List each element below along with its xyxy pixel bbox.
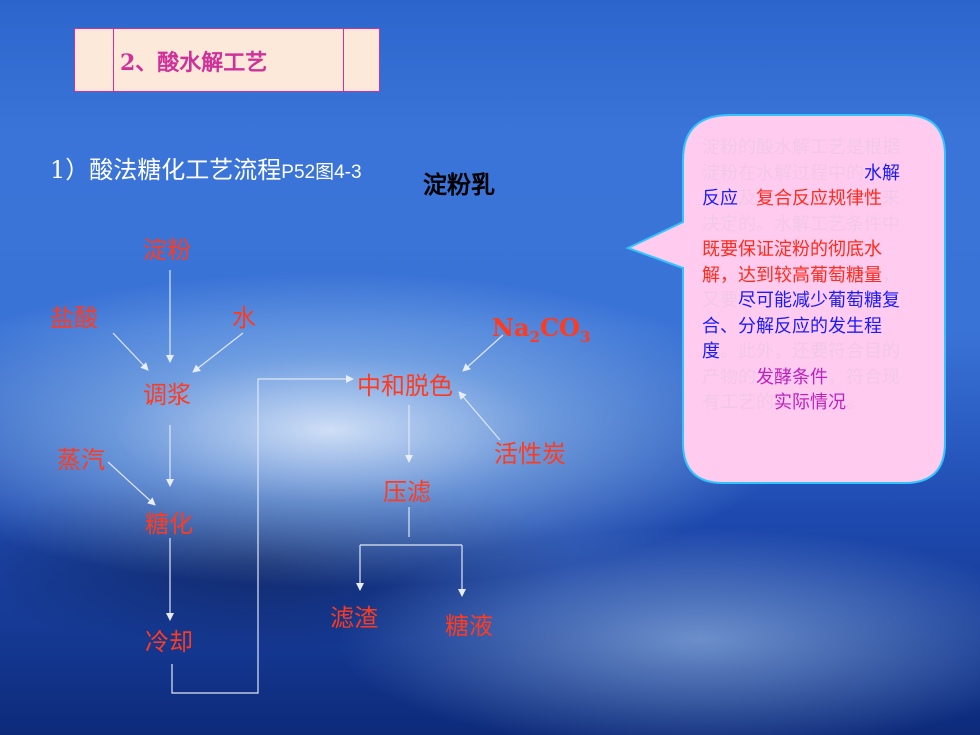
arrow-cool-neutralize (171, 375, 354, 694)
callout-bubble-shape (625, 114, 946, 484)
arrow-acid-slurry (112, 332, 149, 371)
callout-part-13: 。 (846, 392, 864, 413)
node-hydrochloric-acid: 盐酸 (50, 304, 98, 332)
callout-hydrolysis: 水解反应 (702, 162, 900, 210)
na2co3-part-co: CO (539, 313, 580, 342)
section-heading-ref: P52图4-3 (281, 162, 362, 183)
callout-part-7: ，又要 (702, 264, 900, 312)
arrow-water-slurry (192, 332, 244, 373)
node-neutralize-decolor: 中和脱色 (357, 372, 453, 400)
title-box-divider-right (343, 29, 344, 91)
node-saccharify: 糖化 (145, 510, 193, 538)
node-filter-residue: 滤渣 (330, 604, 378, 632)
callout-part-11: ，符合现有工艺的 (702, 366, 900, 414)
callout-part-9: 。此外，还要符合目的产物的 (702, 341, 900, 388)
na2co3-sub-2: 2 (529, 327, 540, 346)
callout-fermentation-conditions: 发酵条件 (756, 366, 828, 388)
arrow-carbon-neutralize (458, 391, 501, 441)
slide-title: 2、酸水解工艺 (120, 50, 268, 76)
callout-complete-hydrolysis: 既要保证淀粉的彻底水解，达到较高葡萄糖量 (702, 239, 882, 286)
callout-minimize-side-reactions: 尽可能减少葡萄糖复合、分解反应的发生程度 (702, 290, 900, 362)
callout-actual-conditions: 实际情况 (774, 392, 846, 413)
callout-part-3: 及 (738, 188, 756, 209)
callout-part-1: 淀粉的酸水解工艺是根据淀粉在水解过程中的 (702, 137, 900, 184)
section-heading: 1）酸法糖化工艺流程P52图4-3 (50, 150, 362, 185)
arrow-steam-saccharify (107, 461, 156, 506)
na2co3-sub-3: 3 (579, 327, 591, 346)
node-activated-carbon: 活性炭 (494, 440, 566, 468)
node-cool: 冷却 (145, 628, 193, 656)
na2co3-part-na: Na (492, 313, 530, 342)
node-sugar-syrup: 糖液 (445, 612, 493, 640)
callout-part-5: 来决定的。水解工艺条件中 (702, 188, 900, 235)
section-heading-text: 1）酸法糖化工艺流程 (50, 156, 282, 184)
node-steam: 蒸汽 (57, 446, 105, 474)
arrow-na2co3-neutralize (462, 334, 504, 372)
node-starch-milk: 淀粉乳 (423, 170, 495, 199)
callout-text: 淀粉的酸水解工艺是根据淀粉在水解过程中的水解反应及复合反应规律性来决定的。水解工… (702, 135, 902, 416)
node-filter-press: 压滤 (383, 478, 431, 506)
title-box (74, 28, 380, 92)
node-starch: 淀粉 (143, 236, 191, 264)
callout-compound-reaction: 复合反应规律性 (756, 188, 882, 209)
node-slurry: 调浆 (143, 381, 191, 409)
node-sodium-carbonate: Na2CO3 (492, 313, 590, 346)
title-box-divider-left (113, 29, 114, 91)
node-water: 水 (232, 304, 256, 332)
